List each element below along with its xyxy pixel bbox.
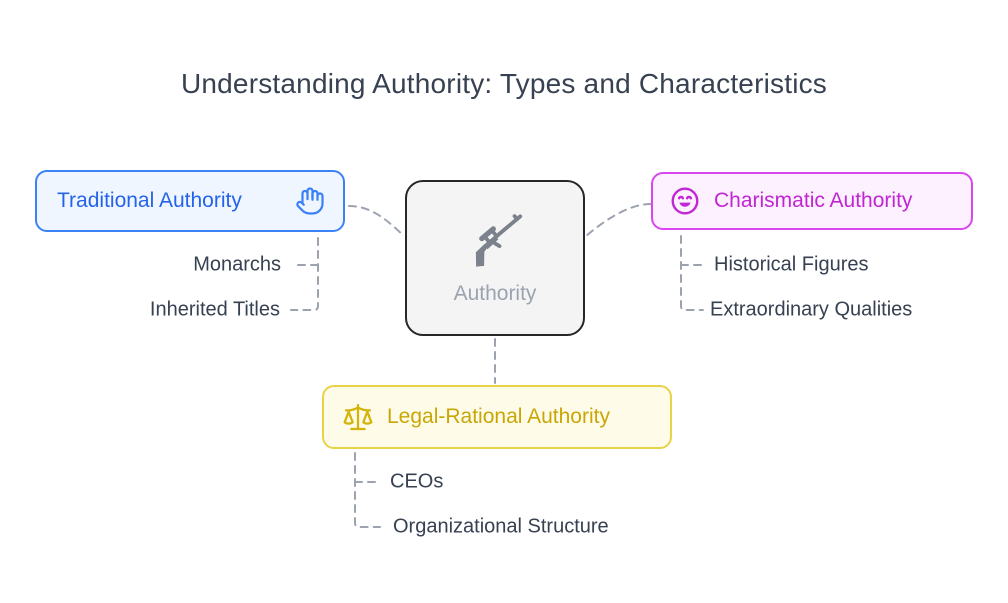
smiley-face-icon xyxy=(669,185,701,217)
center-node-authority: Authority xyxy=(405,180,585,336)
connector-charismatic-items xyxy=(680,235,704,311)
connector-legal-items xyxy=(354,452,381,528)
node-charismatic-authority: Charismatic Authority xyxy=(651,172,973,230)
sub-item-extraordinary-qualities: Extraordinary Qualities xyxy=(710,298,913,321)
connector-charismatic-center xyxy=(585,203,652,237)
hand-icon xyxy=(295,186,325,216)
page-title: Understanding Authority: Types and Chara… xyxy=(180,68,828,99)
sub-item-historical-figures: Historical Figures xyxy=(714,253,869,276)
sub-item-ceos: CEOs xyxy=(390,470,444,493)
legal-node-label: Legal-Rational Authority xyxy=(387,405,610,428)
connector-traditional-items xyxy=(290,237,319,311)
traditional-node-label: Traditional Authority xyxy=(57,189,242,212)
center-node-label: Authority xyxy=(453,282,537,305)
node-traditional-authority: Traditional Authority xyxy=(35,170,345,232)
connector-traditional-center xyxy=(348,205,405,237)
node-legal-rational-authority: Legal-Rational Authority xyxy=(322,385,672,449)
sub-item-inherited-titles: Inherited Titles xyxy=(149,298,280,321)
charismatic-node-label: Charismatic Authority xyxy=(714,189,913,212)
sub-item-monarchs: Monarchs xyxy=(193,253,281,276)
balance-scale-icon xyxy=(342,401,374,433)
rifle-icon xyxy=(453,196,537,280)
sub-item-organizational-structure: Organizational Structure xyxy=(393,515,609,538)
